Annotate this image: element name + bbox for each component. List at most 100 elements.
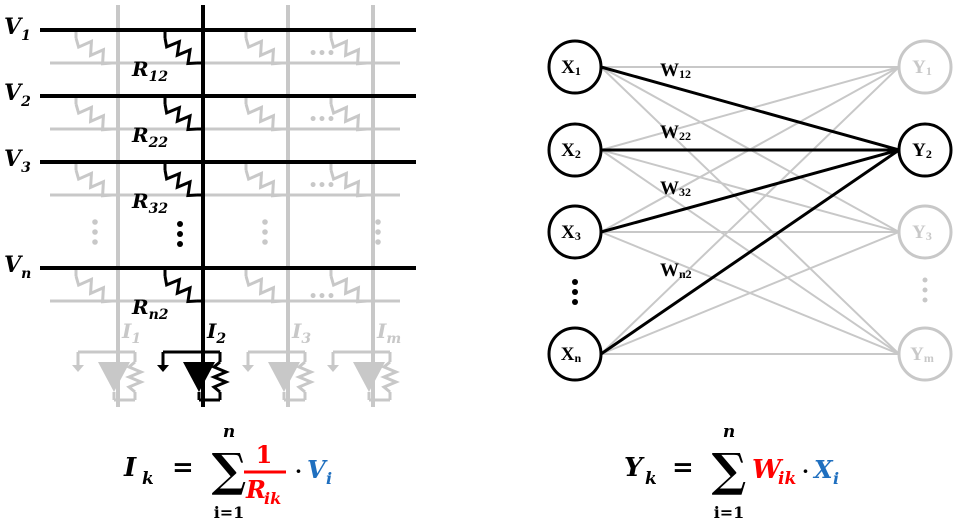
output-node: Ym: [897, 326, 953, 382]
active-connection: [600, 148, 900, 234]
vertical-ellipsis-dot: [177, 221, 183, 227]
amp-resistor: [380, 360, 400, 394]
resistor-label: R22: [131, 123, 168, 151]
column-ellipsis: •••: [309, 289, 336, 305]
weight-label-sub: 22: [679, 129, 691, 143]
row-label-base: V: [4, 80, 23, 106]
amp-arrow: [157, 365, 169, 372]
input-node-label-base: X: [561, 140, 575, 161]
active-connection: [600, 148, 900, 356]
eq-left-dot: ·: [295, 459, 302, 483]
eq-right-var-sub: i: [833, 469, 839, 488]
output-node-label: Y1: [912, 57, 932, 78]
input-node-circle: [547, 204, 603, 260]
input-node-label: X1: [561, 57, 581, 78]
eq-left-lhs-sub: k: [142, 469, 154, 489]
row-label-base: V: [4, 252, 23, 278]
input-ellipsis-dot: [572, 299, 578, 305]
eq-right-lhs-sub: k: [645, 469, 657, 489]
eq-left-upper: n: [223, 422, 235, 442]
weight-label-base: W: [660, 60, 679, 81]
input-node-label-base: X: [561, 222, 575, 243]
column-ellipsis: •••: [309, 46, 336, 62]
resistor-label: R32: [131, 189, 168, 217]
connection: [600, 66, 900, 355]
output-node-label: Y3: [912, 222, 932, 243]
weight-label-base: W: [660, 260, 679, 281]
active-resistor: [163, 275, 198, 304]
amp-triangle: [98, 362, 130, 392]
eq-right-equals: =: [672, 453, 694, 483]
amp-resistor: [125, 360, 145, 394]
row-label-sub: 3: [21, 160, 31, 176]
input-node-circle: [547, 326, 603, 382]
input-node: X2: [547, 122, 603, 178]
output-node-label-base: Y: [912, 57, 926, 78]
output-node-circle: [897, 204, 953, 260]
input-node-circle: [547, 122, 603, 178]
input-ellipsis-dot: [572, 289, 578, 295]
weight-label: W12: [660, 60, 691, 81]
output-ellipsis-dot: [922, 297, 928, 303]
resistor-label-sub: n2: [149, 307, 169, 323]
eq-left-lower: i=1: [214, 503, 245, 522]
weight-label-sub: n2: [679, 267, 692, 281]
output-node-circle: [897, 39, 953, 95]
input-node: Xn: [547, 326, 603, 382]
vertical-ellipsis-dot: [375, 239, 381, 245]
output-node-label-sub: 3: [926, 229, 932, 243]
input-node-label-sub: n: [575, 351, 582, 365]
resistor-label-sub: 12: [149, 69, 169, 85]
input-node-label-base: X: [561, 344, 575, 365]
row-label-base: V: [4, 14, 23, 40]
resistor: [74, 103, 113, 132]
resistor: [244, 103, 283, 132]
eq-left-denominator: R: [245, 475, 266, 504]
resistor: [74, 275, 113, 304]
current-label-base: I: [121, 319, 132, 343]
resistor-label-base: R: [131, 295, 149, 319]
resistor: [244, 275, 283, 304]
amp-resistor: [210, 360, 230, 394]
input-ellipsis-dot: [572, 279, 578, 285]
input-node-circle: [547, 39, 603, 95]
resistor-label-base: R: [131, 57, 149, 81]
row-label: V3: [4, 146, 31, 176]
input-node-label: X3: [561, 222, 581, 243]
active-resistor: [163, 169, 198, 198]
input-node-label-sub: 3: [575, 229, 581, 243]
vertical-ellipsis-dot: [177, 241, 183, 247]
row-label: V2: [4, 80, 31, 110]
weight-label-sub: 12: [679, 67, 691, 81]
input-node-label-sub: 2: [575, 147, 581, 161]
sense-amplifier: [242, 345, 315, 407]
row-label: Vn: [4, 252, 31, 282]
resistor-label: Rn2: [131, 295, 169, 323]
eq-right-lower: i=1: [714, 503, 745, 522]
eq-left-lhs: I: [123, 453, 137, 483]
vertical-ellipsis-dot: [262, 219, 268, 225]
amp-triangle: [183, 362, 215, 392]
sense-amplifier: [72, 345, 145, 407]
eq-left-denominator-sub: ik: [264, 489, 281, 508]
amp-arrow: [327, 365, 339, 372]
resistor: [329, 275, 368, 304]
current-label: I1: [121, 319, 141, 347]
row-label-sub: 2: [20, 94, 31, 110]
amp-arrow: [242, 365, 254, 372]
eq-right-dot: ·: [802, 459, 809, 483]
resistor-label-sub: 22: [148, 135, 169, 151]
row-label-sub: n: [21, 266, 31, 282]
input-node-label-base: X: [561, 57, 575, 78]
amp-triangle: [268, 362, 300, 392]
current-label-sub: 1: [131, 331, 141, 347]
row-label-sub: 1: [21, 28, 31, 44]
row-label: V1: [4, 14, 31, 44]
output-node: Y1: [897, 39, 953, 95]
eq-left-sum: ∑: [212, 443, 247, 497]
output-node-circle: [897, 326, 953, 382]
weight-label: Wn2: [660, 260, 692, 281]
